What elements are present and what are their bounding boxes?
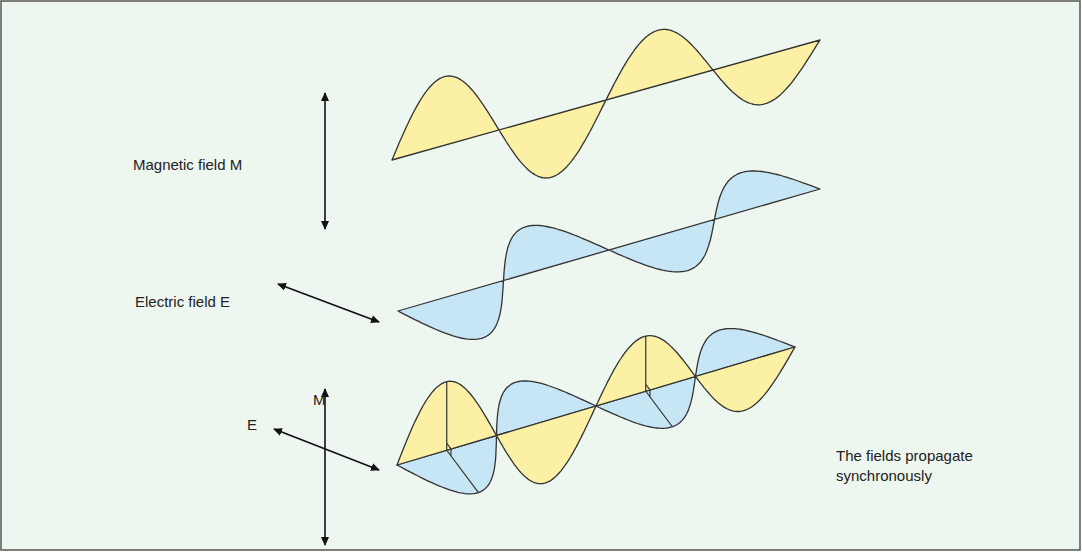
axis-label: M	[313, 390, 326, 410]
guide-line	[645, 336, 646, 391]
electric-wave	[398, 171, 820, 339]
guide-line	[447, 450, 479, 492]
guide-line	[646, 384, 650, 390]
note-text: The fields propagate synchronously	[836, 446, 1006, 486]
field-label: Magnetic field M	[133, 155, 242, 175]
electric-wave	[397, 329, 795, 494]
e-arrow	[274, 429, 379, 470]
guide-line	[450, 449, 451, 456]
electric-arrow	[278, 284, 379, 322]
field-label: Electric field E	[135, 292, 230, 312]
guide-line	[649, 390, 650, 397]
guide-line	[447, 443, 451, 449]
guide-line	[446, 382, 447, 451]
magnetic-arrow	[324, 93, 326, 229]
m-arrow	[324, 389, 326, 545]
axis-label: E	[247, 415, 257, 435]
right-angle-marks	[447, 336, 673, 492]
magnetic-wave	[392, 29, 820, 178]
magnetic-wave	[397, 336, 795, 484]
